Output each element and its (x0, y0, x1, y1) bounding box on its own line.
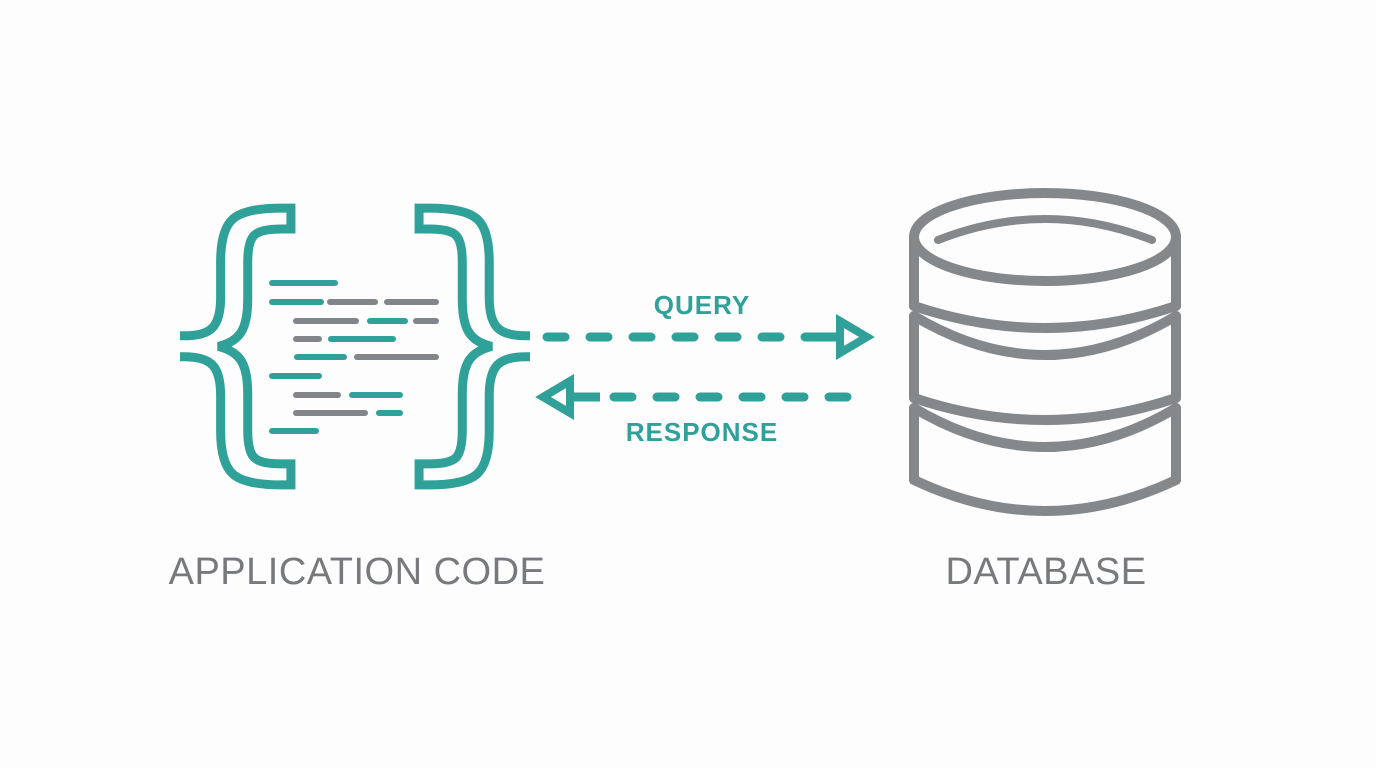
data-flow-arrows: QUERY RESPONSE (535, 290, 875, 447)
database-label: DATABASE (945, 551, 1147, 593)
left-brace-icon: { (180, 200, 328, 507)
database-icon (909, 188, 1181, 516)
query-arrow (542, 313, 875, 361)
right-brace-icon: } (382, 200, 530, 507)
application-code-label: APPLICATION CODE (168, 551, 546, 593)
response-label: RESPONSE (626, 417, 779, 447)
response-arrowhead-icon (535, 373, 574, 421)
query-arrowhead-icon (836, 313, 875, 361)
code-braces-icon: { } (180, 200, 530, 510)
response-arrow (535, 373, 872, 421)
database-cylinder (909, 188, 1181, 516)
query-label: QUERY (654, 290, 751, 320)
code-lines (269, 280, 439, 434)
